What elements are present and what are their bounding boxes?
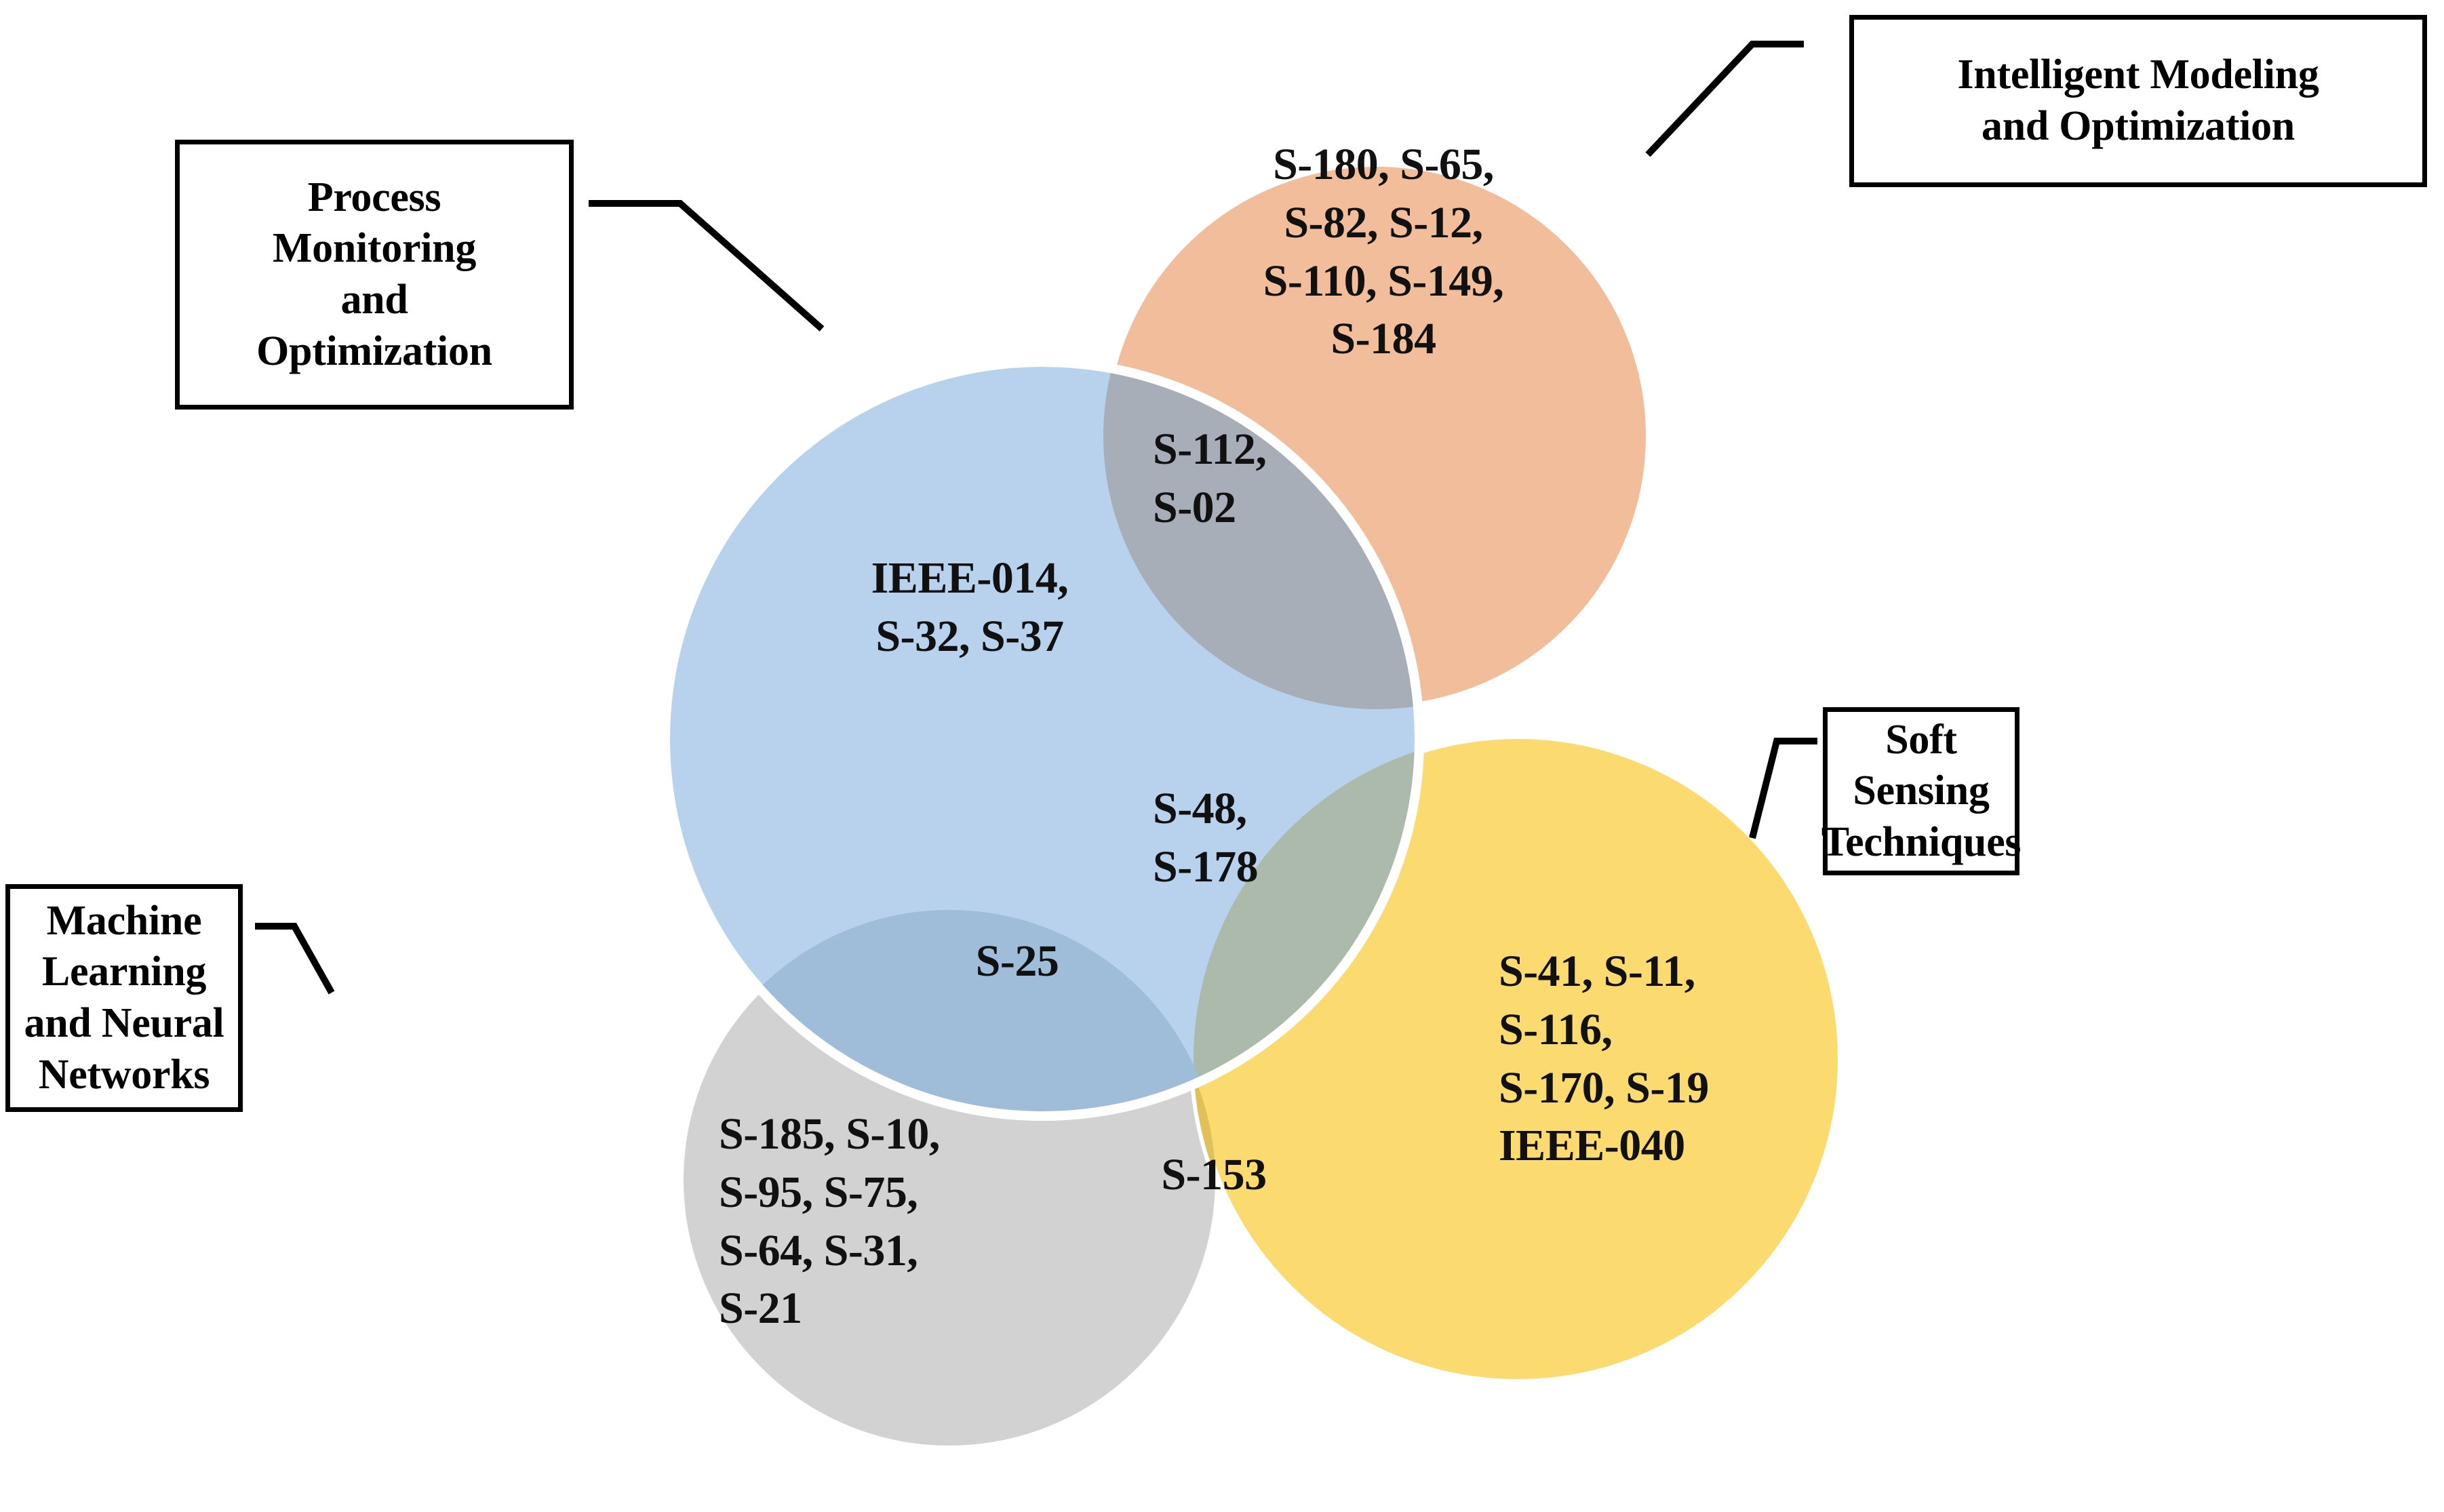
venn-overlap-process-softsensing [1194,735,1415,1112]
intersection-items-process-ml: S-25 [975,936,1059,986]
set-items-soft-sensing: S-41, S-11, S-116, S-170, S-19 IEEE-040 [1499,947,1709,1171]
leader-line-machine-learning [255,923,335,995]
label-box-soft-sensing: Soft Sensing Techniques [1821,707,2022,875]
venn-circle-process-outline [661,357,1424,1121]
intersection-items-process-intelligent: S-112, S-02 [1153,424,1267,532]
leader-line-process-monitoring [589,200,825,332]
label-box-machine-learning: Machine Learning and Neural Networks [5,884,243,1112]
set-items-intelligent-modeling: S-180, S-65, S-82, S-12, S-110, S-149, S… [1263,140,1504,364]
intersection-items-process-softsensing: S-48, S-178 [1153,784,1259,892]
label-box-process-monitoring: Process Monitoring and Optimization [175,140,574,410]
leader-line-intelligent-modeling [1645,41,1804,157]
set-items-machine-learning: S-185, S-10, S-95, S-75, S-64, S-31, S-2… [719,1109,940,1334]
intersection-items-ml-softsensing: S-153 [1161,1150,1267,1199]
label-box-intelligent-modeling: Intelligent Modeling and Optimization [1849,15,2427,187]
leader-line-soft-sensing [1749,738,1817,839]
set-items-process-monitoring: IEEE-014, S-32, S-37 [871,553,1069,661]
